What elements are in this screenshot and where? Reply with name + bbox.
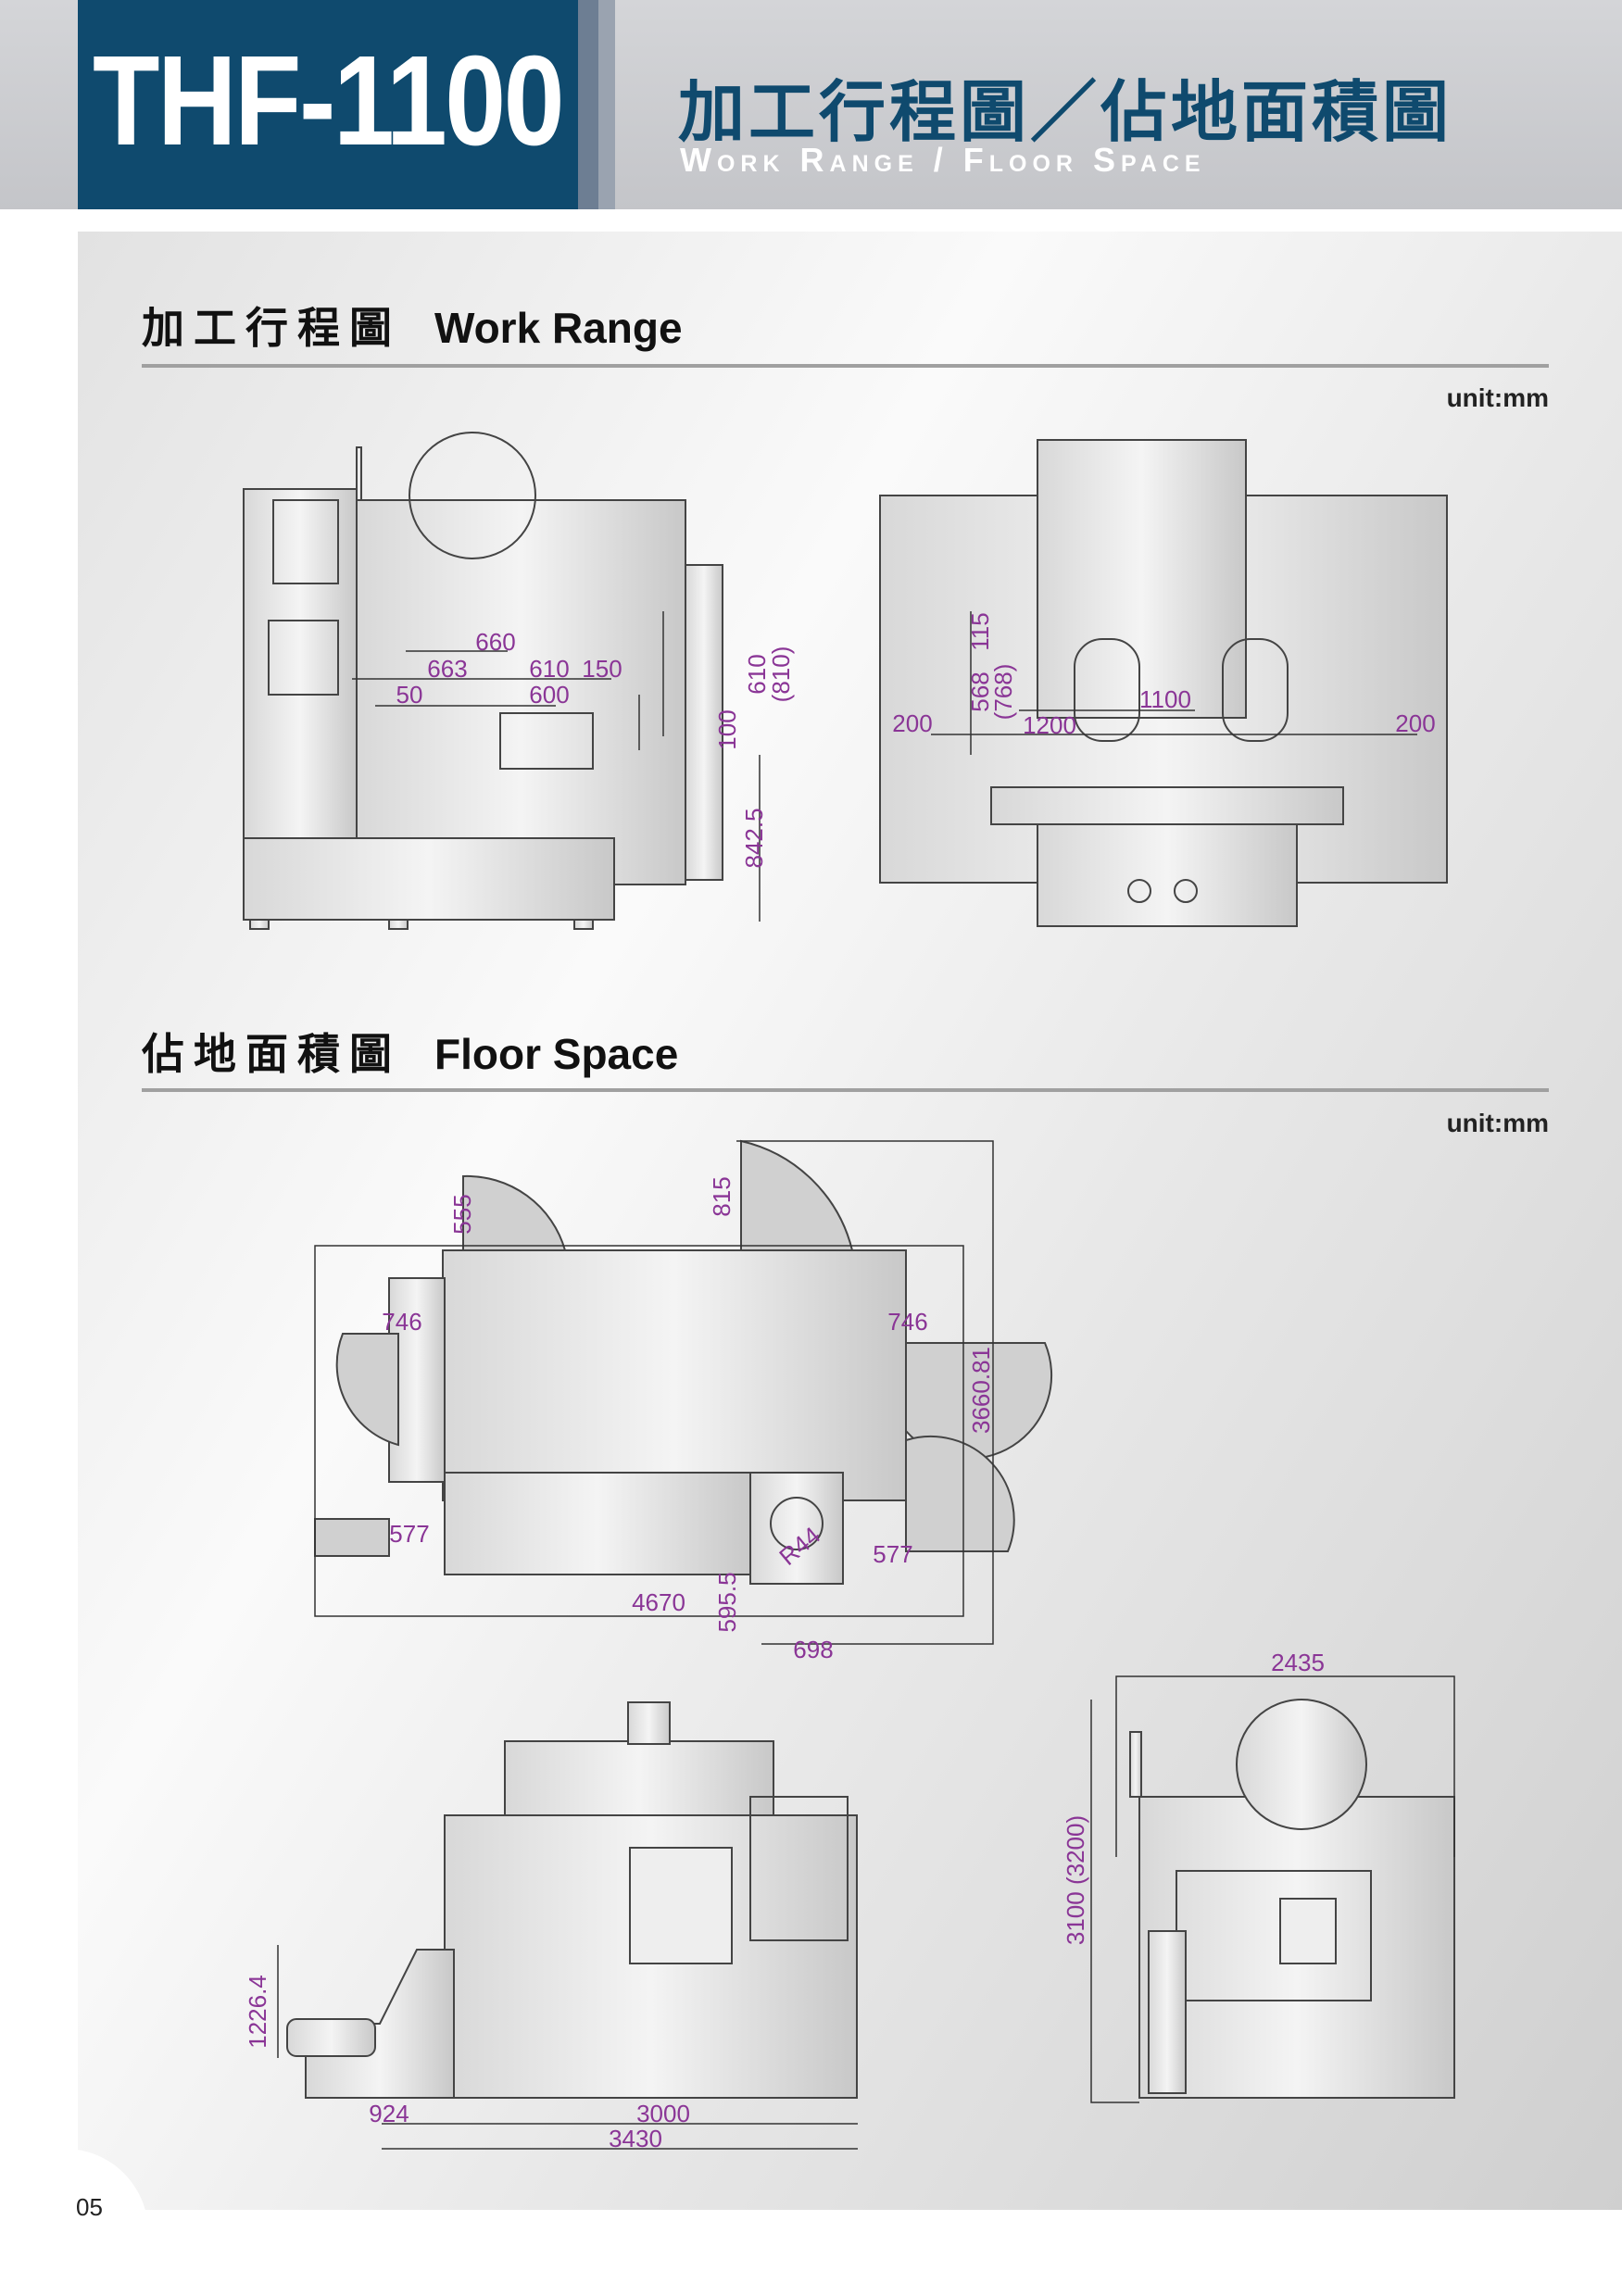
dim-label: 610 <box>529 655 569 683</box>
dim-label: 600 <box>529 681 569 709</box>
work-range-side-drawing <box>243 432 723 930</box>
dim-label: 3660.81 <box>967 1347 995 1434</box>
section-heading-work-range: 加工行程圖 Work Range <box>142 295 683 356</box>
header-stripe <box>598 0 615 209</box>
floor-plan-drawing <box>314 1139 1053 1585</box>
dim-label: 568 <box>966 671 994 711</box>
dim-label: 698 <box>793 1636 833 1663</box>
floor-plan-dimlines <box>314 1140 994 1645</box>
page-number: 05 <box>76 2193 103 2221</box>
page-title-zh: 加工行程圖／佔地面積圖 <box>678 73 1453 151</box>
dim-label: 50 <box>396 681 423 709</box>
dim-label: 924 <box>369 2100 409 2127</box>
floor-side-dimlines <box>1090 1675 1455 2103</box>
model-badge <box>78 0 578 209</box>
work-range-front-drawing <box>879 439 1448 927</box>
unit-label: unit:mm <box>1446 1109 1549 1137</box>
page-title-en: Work Range / Floor Space <box>680 141 1206 179</box>
dim-label: 815 <box>708 1176 736 1216</box>
heading-en: Floor Space <box>434 1030 679 1078</box>
dim-label: 746 <box>887 1308 927 1336</box>
floor-front-dimlines <box>277 1945 858 2150</box>
dim-label: 3100 (3200) <box>1062 1815 1089 1945</box>
dim-label: 595.5 <box>713 1572 741 1632</box>
unit-label: unit:mm <box>1446 383 1549 412</box>
dim-label: 100 <box>713 709 741 749</box>
dim-label: 577 <box>389 1520 429 1548</box>
section-heading-floor-space: 佔地面積圖 Floor Space <box>142 1021 678 1082</box>
dim-label: 555 <box>448 1194 476 1234</box>
dim-label: (810) <box>767 646 795 703</box>
header-stripe <box>578 0 598 209</box>
dim-label: 4670 <box>632 1588 685 1616</box>
model-name: THF-1100 <box>93 30 565 172</box>
floor-front-drawing <box>286 1701 858 2099</box>
dim-label: 3000 <box>636 2100 690 2127</box>
dim-label: 150 <box>582 655 622 683</box>
dim-label: 663 <box>427 655 467 683</box>
section-divider <box>142 364 1549 368</box>
dim-label: 200 <box>1395 709 1435 737</box>
dim-label: (768) <box>989 664 1017 721</box>
dim-label: 1200 <box>1023 711 1076 739</box>
heading-zh: 加工行程圖 <box>142 303 401 353</box>
dim-label: 660 <box>475 628 515 656</box>
dim-label: 3430 <box>609 2125 662 2152</box>
page-header: THF-1100 加工行程圖／佔地面積圖 Work Range / Floor … <box>0 0 1622 209</box>
dim-label: 746 <box>382 1308 421 1336</box>
dim-label: 610 <box>743 654 771 694</box>
work-range-side-dimlines <box>352 611 761 922</box>
floor-side-drawing <box>1129 1699 1455 2099</box>
dim-label: 2435 <box>1271 1649 1325 1676</box>
dim-label: 200 <box>892 709 932 737</box>
heading-en: Work Range <box>434 304 683 352</box>
dim-label: 842.5 <box>740 808 768 868</box>
dim-label: 1226.4 <box>244 1975 271 2049</box>
work-range-front-dimlines <box>931 611 1417 755</box>
dim-label: 577 <box>873 1540 912 1568</box>
section-divider <box>142 1088 1549 1092</box>
dim-label: 115 <box>966 612 994 650</box>
dim-label: 1100 <box>1139 685 1191 713</box>
heading-zh: 佔地面積圖 <box>142 1029 401 1079</box>
